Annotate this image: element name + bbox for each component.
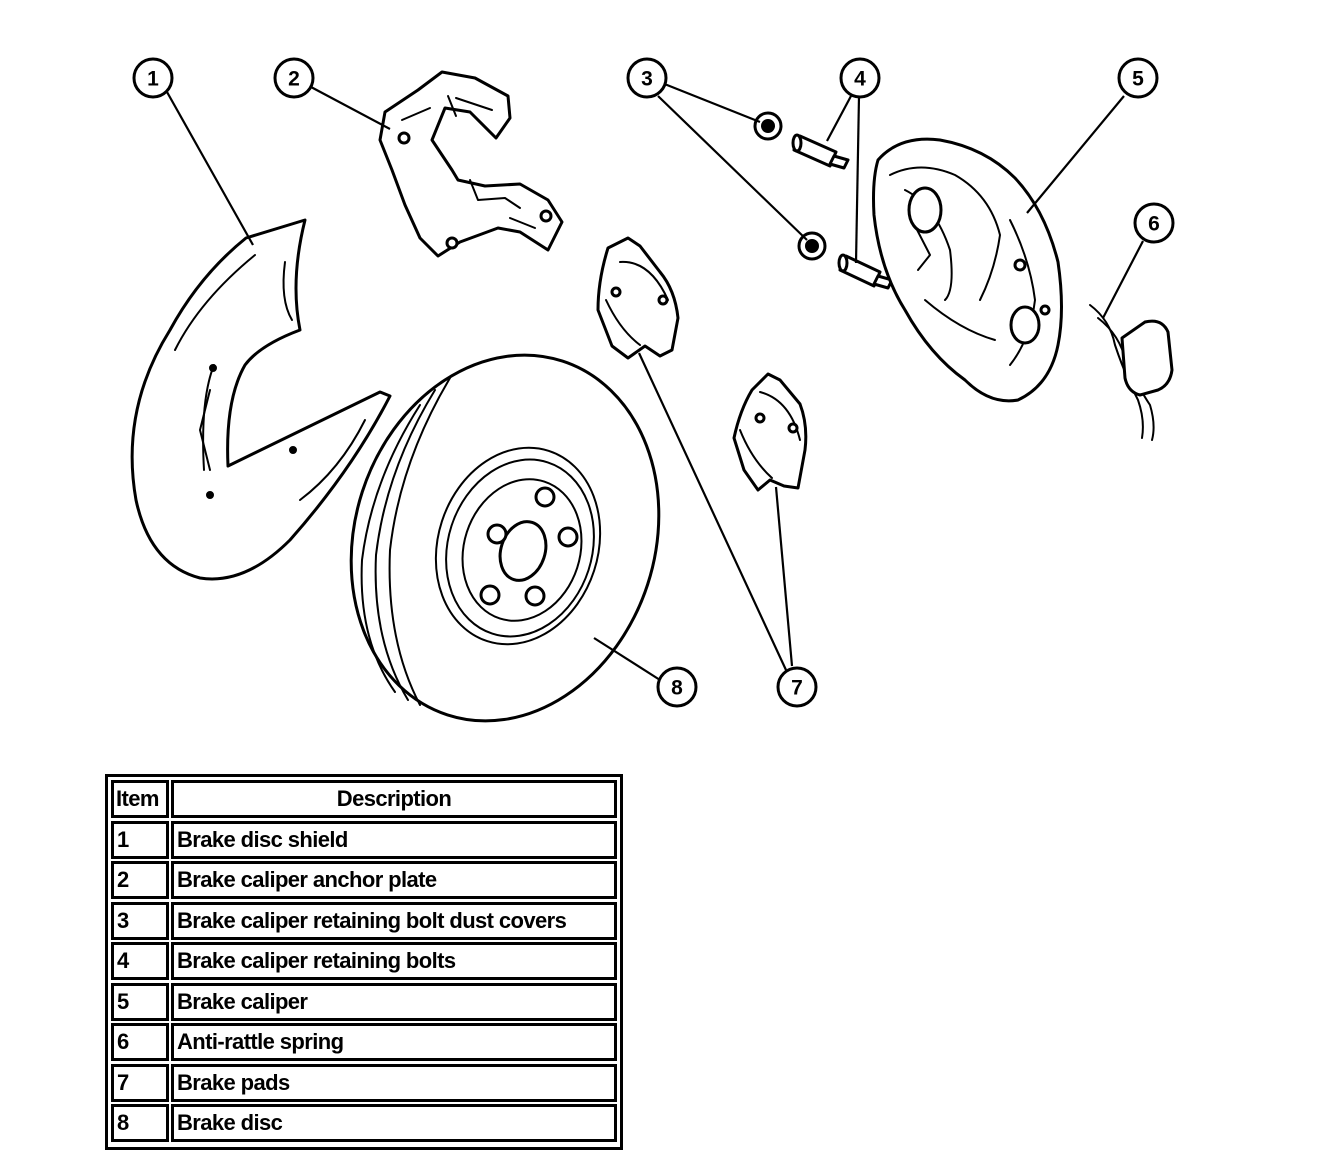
- row-description: Brake pads: [171, 1063, 617, 1102]
- svg-text:1: 1: [147, 68, 159, 91]
- table-row: 3 Brake caliper retaining bolt dust cove…: [110, 901, 618, 941]
- svg-text:7: 7: [791, 677, 803, 700]
- anti-rattle-spring: [1089, 304, 1174, 441]
- svg-text:2: 2: [288, 68, 300, 91]
- callout-8: 8: [656, 666, 698, 708]
- table-row: 4 Brake caliper retaining bolts: [110, 941, 618, 981]
- table-row: 7 Brake pads: [110, 1063, 618, 1103]
- callout-leaders: [166, 81, 1144, 681]
- row-description: Anti-rattle spring: [171, 1023, 617, 1061]
- header-item: Item: [111, 780, 169, 818]
- brake-disc-shield: [130, 218, 392, 581]
- row-item: 8: [111, 1104, 169, 1142]
- callout-6: 6: [1133, 202, 1175, 244]
- brake-pads: [596, 236, 808, 492]
- row-description: Brake caliper: [171, 982, 617, 1021]
- table-header-row: Item Description: [110, 779, 618, 819]
- table-row: 6 Anti-rattle spring: [110, 1022, 618, 1062]
- row-item: 2: [111, 861, 169, 899]
- row-item: 6: [111, 1023, 169, 1061]
- row-item: 4: [111, 942, 169, 980]
- parts-table: Item Description 1 Brake disc shield 2 B…: [105, 774, 623, 1150]
- row-item: 1: [111, 820, 169, 859]
- table-row: 1 Brake disc shield: [110, 820, 618, 860]
- svg-text:3: 3: [641, 68, 653, 91]
- brake-caliper: [872, 137, 1063, 403]
- row-item: 5: [111, 982, 169, 1021]
- exploded-brake-diagram: 1 2 3 4 5 6 7 8: [130, 57, 1175, 723]
- brake-disc: [349, 353, 661, 723]
- brake-caliper-anchor-plate: [378, 70, 564, 258]
- row-description: Brake caliper retaining bolts: [171, 942, 617, 980]
- callout-7: 7: [776, 666, 818, 708]
- table-row: 2 Brake caliper anchor plate: [110, 860, 618, 900]
- row-description: Brake disc shield: [171, 820, 617, 859]
- table-row: 5 Brake caliper: [110, 982, 618, 1022]
- svg-text:6: 6: [1148, 213, 1160, 236]
- callout-4: 4: [839, 57, 881, 99]
- row-description: Brake caliper anchor plate: [171, 861, 617, 899]
- row-description: Brake disc: [171, 1104, 617, 1142]
- callout-5: 5: [1117, 57, 1159, 99]
- retaining-bolt-dust-covers: [753, 111, 827, 261]
- svg-text:4: 4: [854, 68, 866, 91]
- header-description: Description: [171, 780, 617, 818]
- row-item: 3: [111, 901, 169, 940]
- retaining-bolts: [791, 133, 894, 290]
- row-description: Brake caliper retaining bolt dust covers: [171, 901, 617, 940]
- callout-2: 2: [273, 57, 315, 99]
- table-row: 8 Brake disc: [110, 1103, 618, 1143]
- svg-text:5: 5: [1132, 68, 1144, 91]
- callout-1: 1: [132, 57, 174, 99]
- callout-3: 3: [626, 57, 668, 99]
- row-item: 7: [111, 1063, 169, 1102]
- svg-text:8: 8: [671, 677, 683, 700]
